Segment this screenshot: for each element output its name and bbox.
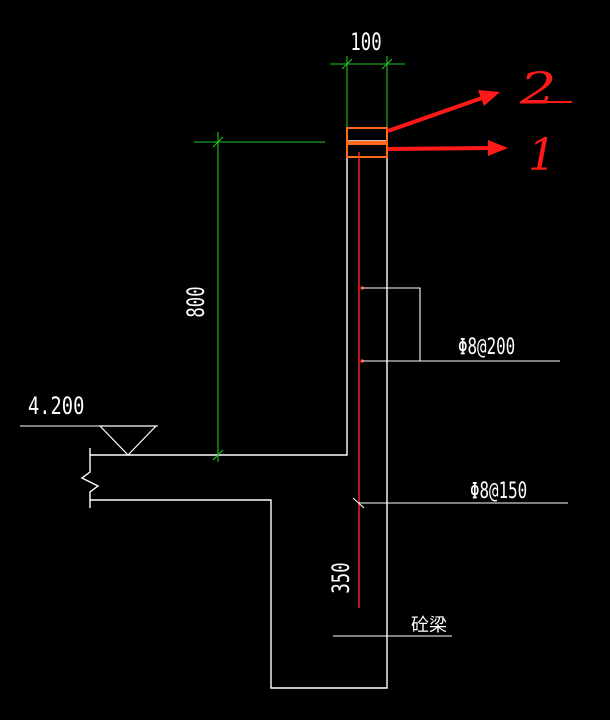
rebar-dots	[360, 286, 364, 363]
arrow-head-top	[478, 90, 500, 106]
highlight-box-top	[346, 127, 388, 143]
dimension-lines	[194, 56, 405, 462]
section-outline	[80, 140, 388, 689]
annotation-arrows	[387, 90, 508, 156]
dim-wall-thickness: 100	[350, 28, 381, 56]
beam-outline	[90, 141, 388, 689]
highlight-boxes	[346, 127, 388, 158]
elevation-label: 4.200	[28, 393, 84, 421]
parapet-left-face	[90, 141, 348, 456]
break-line	[80, 448, 100, 508]
elevation-symbol	[98, 425, 158, 456]
dim-parapet-height: 800	[182, 286, 210, 317]
marker-top: 2	[519, 64, 557, 115]
arrow-head-bottom	[488, 140, 508, 156]
beam-label: 砼梁	[411, 615, 447, 636]
rebar-label-upper: Φ8@200	[458, 333, 515, 359]
dim-beam-height: 350	[327, 562, 355, 593]
highlight-box-bottom	[346, 143, 388, 158]
marker-bottom: 1	[528, 130, 556, 181]
rebar-label-lower: Φ8@150	[470, 477, 527, 503]
